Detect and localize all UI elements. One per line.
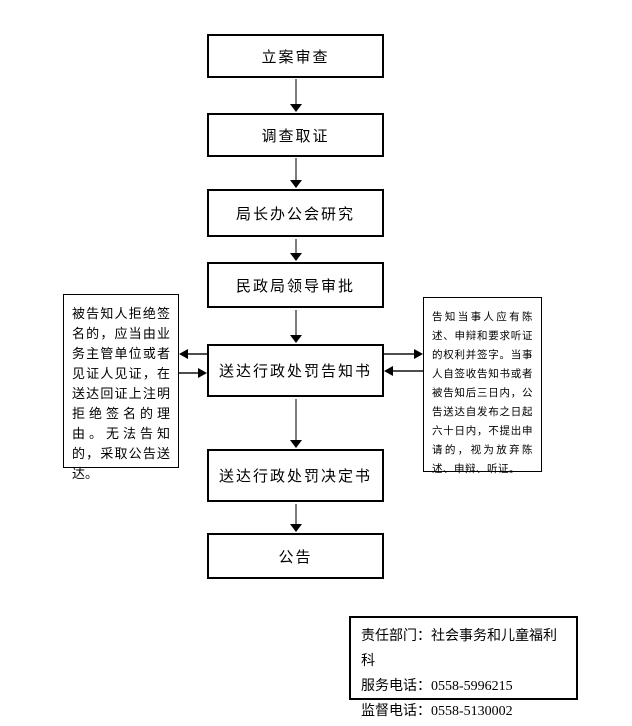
flow-step-label: 送达行政处罚决定书	[218, 469, 372, 485]
left-arrow-icon	[384, 366, 423, 376]
flow-step-announcement: 公告	[207, 533, 384, 579]
flow-step-case-filing-review: 立案审查	[207, 34, 384, 78]
left-note-refusal-to-sign: 被告知人拒绝签名的，应当由业务主管单位或者见证人见证，在送达回证上注明拒绝签名的…	[63, 294, 179, 481]
right-arrow-icon	[384, 349, 423, 359]
left-arrow-icon	[179, 349, 207, 359]
service-phone: 服务电话：0558-5996215	[361, 679, 513, 694]
contact-info-box: 责任部门：社会事务和儿童福利科 服务电话：0558-5996215 监督电话：0…	[349, 616, 578, 719]
note-text: 告知当事人应有陈述、申辩和要求听证的权利并签字。当事人自签收告知书或者被告知后三…	[432, 312, 533, 475]
flow-step-label: 调查取证	[261, 128, 330, 145]
down-arrow-icon	[287, 158, 305, 188]
flow-step-label: 民政局领导审批	[235, 278, 355, 295]
down-arrow-icon	[287, 310, 305, 343]
flow-step-label: 局长办公会研究	[235, 206, 355, 223]
down-arrow-icon	[287, 79, 305, 112]
flow-step-label: 送达行政处罚告知书	[218, 364, 372, 380]
down-arrow-icon	[287, 399, 305, 448]
flow-step-deliver-penalty-notice: 送达行政处罚告知书	[207, 344, 384, 397]
responsible-department: 责任部门：社会事务和儿童福利科	[361, 629, 557, 669]
flow-step-label: 公告	[278, 549, 313, 566]
note-text: 被告知人拒绝签名的，应当由业务主管单位或者见证人见证，在送达回证上注明拒绝签名的…	[72, 306, 170, 481]
flow-step-deliver-penalty-decision: 送达行政处罚决定书	[207, 449, 384, 502]
supervision-phone: 监督电话：0558-5130002	[361, 704, 513, 719]
down-arrow-icon	[287, 504, 305, 532]
flow-step-director-meeting: 局长办公会研究	[207, 189, 384, 237]
right-note-statement-rights: 告知当事人应有陈述、申辩和要求听证的权利并签字。当事人自签收告知书或者被告知后三…	[423, 297, 542, 475]
right-arrow-icon	[179, 368, 207, 378]
down-arrow-icon	[287, 239, 305, 261]
flow-step-bureau-approval: 民政局领导审批	[207, 262, 384, 308]
flow-step-label: 立案审查	[261, 49, 330, 66]
flow-step-investigation: 调查取证	[207, 113, 384, 157]
